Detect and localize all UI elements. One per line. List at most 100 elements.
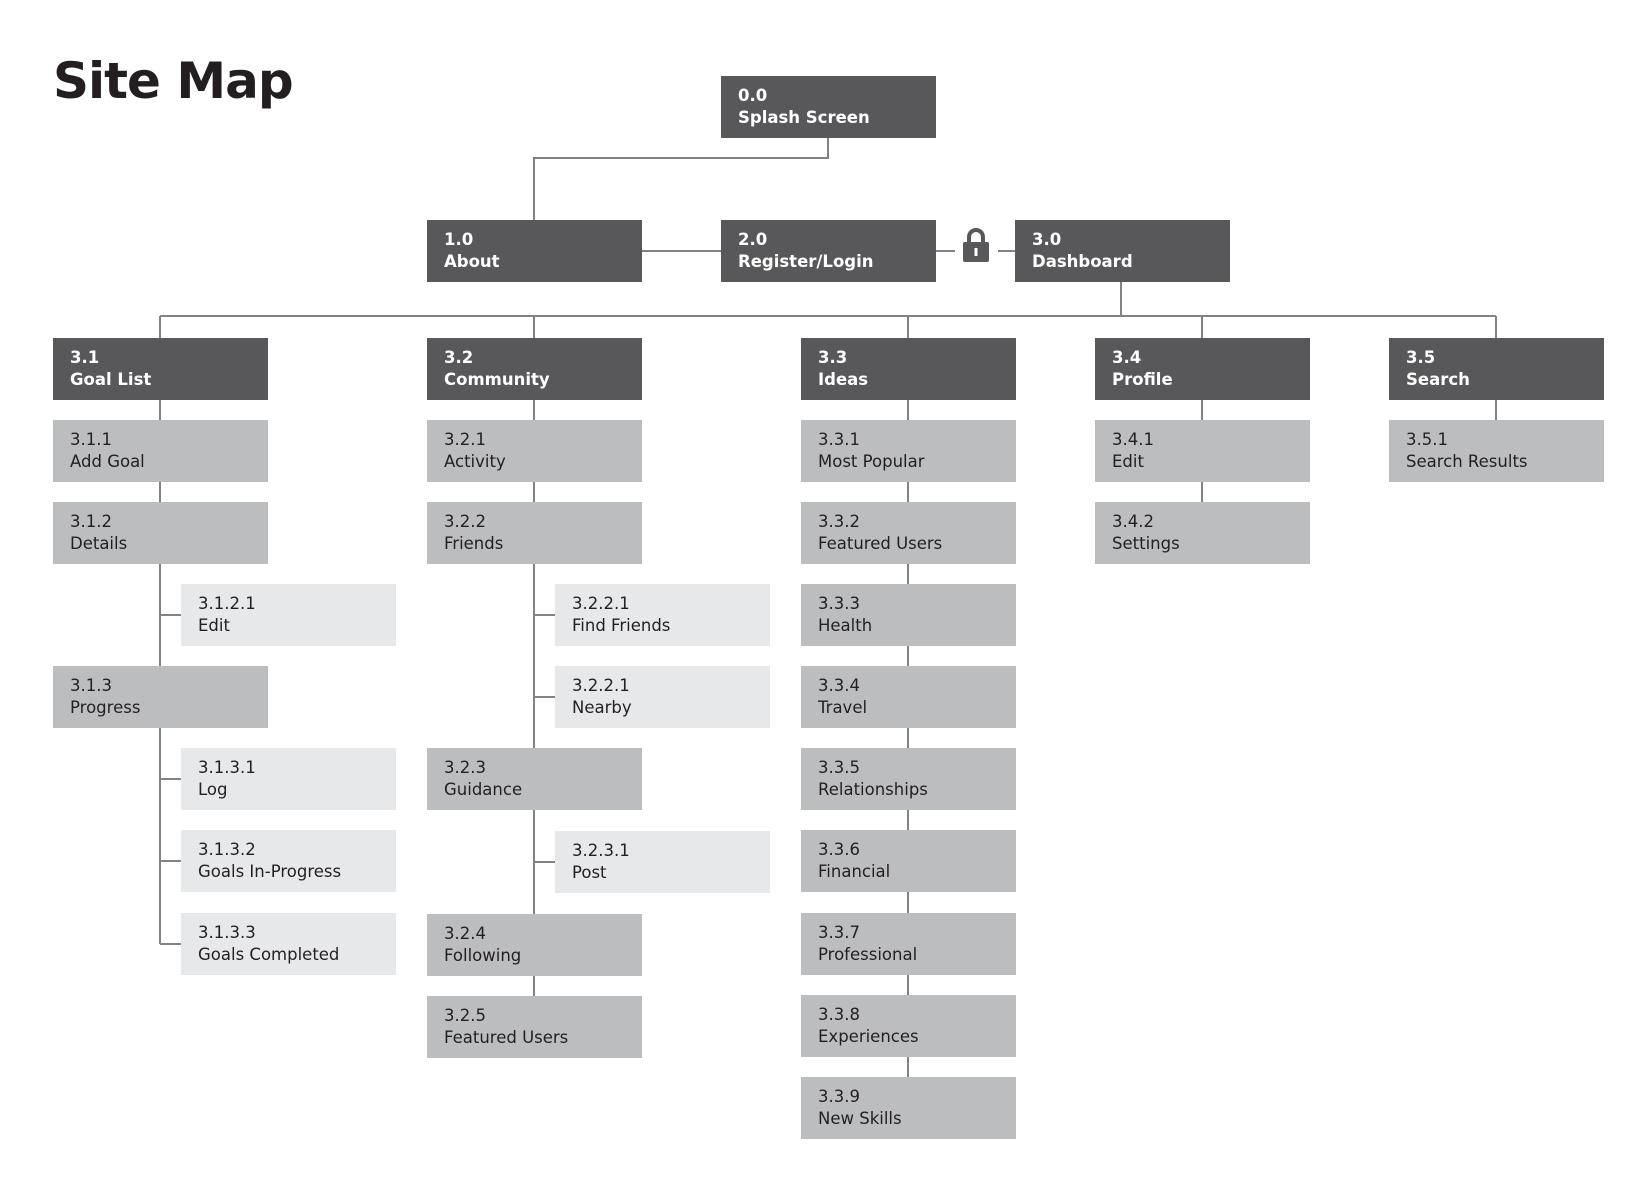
node-progress: 3.1.3 Progress (53, 666, 268, 728)
node-label: Post (572, 863, 607, 882)
node-label: Financial (818, 862, 891, 881)
node-number: 3.2.2.1 (572, 676, 630, 695)
node-number: 3.3.8 (818, 1005, 860, 1024)
node-financial: 3.3.6 Financial (801, 830, 1016, 892)
node-label: Relationships (818, 780, 928, 799)
node-goals-completed: 3.1.3.3 Goals Completed (181, 913, 396, 975)
node-number: 3.2.3.1 (572, 841, 630, 860)
node-number: 3.3.1 (818, 430, 860, 449)
node-label: Professional (818, 945, 918, 964)
node-number: 3.3.4 (818, 676, 860, 695)
node-number: 3.2.5 (444, 1006, 486, 1025)
node-number: 3.1 (70, 348, 100, 367)
node-number: 3.2.2 (444, 512, 486, 531)
node-number: 3.3.2 (818, 512, 860, 531)
node-label: Settings (1112, 534, 1180, 553)
node-label: Guidance (444, 780, 523, 799)
node-label: About (444, 252, 500, 271)
node-ideas-featured-users: 3.3.2 Featured Users (801, 502, 1016, 564)
node-guidance: 3.2.3 Guidance (427, 748, 642, 810)
node-post: 3.2.3.1 Post (555, 831, 770, 893)
node-number: 1.0 (444, 230, 474, 249)
node-label: New Skills (818, 1109, 902, 1128)
node-label: Log (198, 780, 228, 799)
node-relationships: 3.3.5 Relationships (801, 748, 1016, 810)
node-activity: 3.2.1 Activity (427, 420, 642, 482)
node-number: 3.1.3.2 (198, 840, 256, 859)
node-number: 3.1.2 (70, 512, 112, 531)
node-goals-in-progress: 3.1.3.2 Goals In-Progress (181, 830, 396, 892)
node-label: Nearby (572, 698, 632, 717)
node-number: 3.2.4 (444, 924, 486, 943)
node-travel: 3.3.4 Travel (801, 666, 1016, 728)
node-number: 3.3.6 (818, 840, 860, 859)
node-dashboard: 3.0 Dashboard (1015, 220, 1230, 282)
node-number: 3.3.3 (818, 594, 860, 613)
node-number: 3.3.9 (818, 1087, 860, 1106)
node-community-featured-users: 3.2.5 Featured Users (427, 996, 642, 1058)
node-following: 3.2.4 Following (427, 914, 642, 976)
node-label: Search (1406, 370, 1470, 389)
node-nearby: 3.2.2.1 Nearby (555, 666, 770, 728)
node-log: 3.1.3.1 Log (181, 748, 396, 810)
node-most-popular: 3.3.1 Most Popular (801, 420, 1016, 482)
node-label: Community (444, 370, 550, 389)
node-professional: 3.3.7 Professional (801, 913, 1016, 975)
node-register-login: 2.0 Register/Login (721, 220, 936, 282)
node-label: Dashboard (1032, 252, 1133, 271)
node-number: 3.1.2.1 (198, 594, 256, 613)
node-label: Ideas (818, 370, 869, 389)
node-number: 3.1.3.1 (198, 758, 256, 777)
node-label: Activity (444, 452, 506, 471)
node-add-goal: 3.1.1 Add Goal (53, 420, 268, 482)
node-number: 3.2 (444, 348, 474, 367)
node-number: 3.4.2 (1112, 512, 1154, 531)
node-label: Find Friends (572, 616, 671, 635)
node-details-edit: 3.1.2.1 Edit (181, 584, 396, 646)
node-number: 3.3 (818, 348, 848, 367)
node-label: Profile (1112, 370, 1173, 389)
node-number: 3.5.1 (1406, 430, 1448, 449)
node-settings: 3.4.2 Settings (1095, 502, 1310, 564)
node-profile: 3.4 Profile (1095, 338, 1310, 400)
node-number: 3.0 (1032, 230, 1062, 249)
node-label: Details (70, 534, 128, 553)
lock-icon (963, 228, 989, 262)
node-about: 1.0 About (427, 220, 642, 282)
node-search-results: 3.5.1 Search Results (1389, 420, 1604, 482)
node-label: Experiences (818, 1027, 919, 1046)
node-label: Friends (444, 534, 504, 553)
node-number: 3.3.7 (818, 923, 860, 942)
node-ideas: 3.3 Ideas (801, 338, 1016, 400)
node-number: 3.3.5 (818, 758, 860, 777)
node-label: Edit (198, 616, 230, 635)
node-label: Goals In-Progress (198, 862, 342, 881)
node-number: 0.0 (738, 86, 768, 105)
node-number: 3.2.3 (444, 758, 486, 777)
node-number: 3.4.1 (1112, 430, 1154, 449)
node-new-skills: 3.3.9 New Skills (801, 1077, 1016, 1139)
node-number: 3.1.3.3 (198, 923, 256, 942)
node-search: 3.5 Search (1389, 338, 1604, 400)
node-label: Most Popular (818, 452, 925, 471)
node-number: 3.1.1 (70, 430, 112, 449)
node-experiences: 3.3.8 Experiences (801, 995, 1016, 1057)
node-label: Progress (70, 698, 141, 717)
node-label: Travel (818, 698, 868, 717)
node-label: Goals Completed (198, 945, 340, 964)
node-community: 3.2 Community (427, 338, 642, 400)
node-number: 3.1.3 (70, 676, 112, 695)
node-label: Add Goal (70, 452, 145, 471)
node-number: 3.4 (1112, 348, 1142, 367)
node-label: Search Results (1406, 452, 1528, 471)
node-details: 3.1.2 Details (53, 502, 268, 564)
node-label: Edit (1112, 452, 1144, 471)
node-label: Following (444, 946, 522, 965)
node-number: 3.2.1 (444, 430, 486, 449)
node-splash-screen: 0.0 Splash Screen (721, 76, 936, 138)
node-find-friends: 3.2.2.1 Find Friends (555, 584, 770, 646)
node-profile-edit: 3.4.1 Edit (1095, 420, 1310, 482)
node-label: Featured Users (818, 534, 943, 553)
